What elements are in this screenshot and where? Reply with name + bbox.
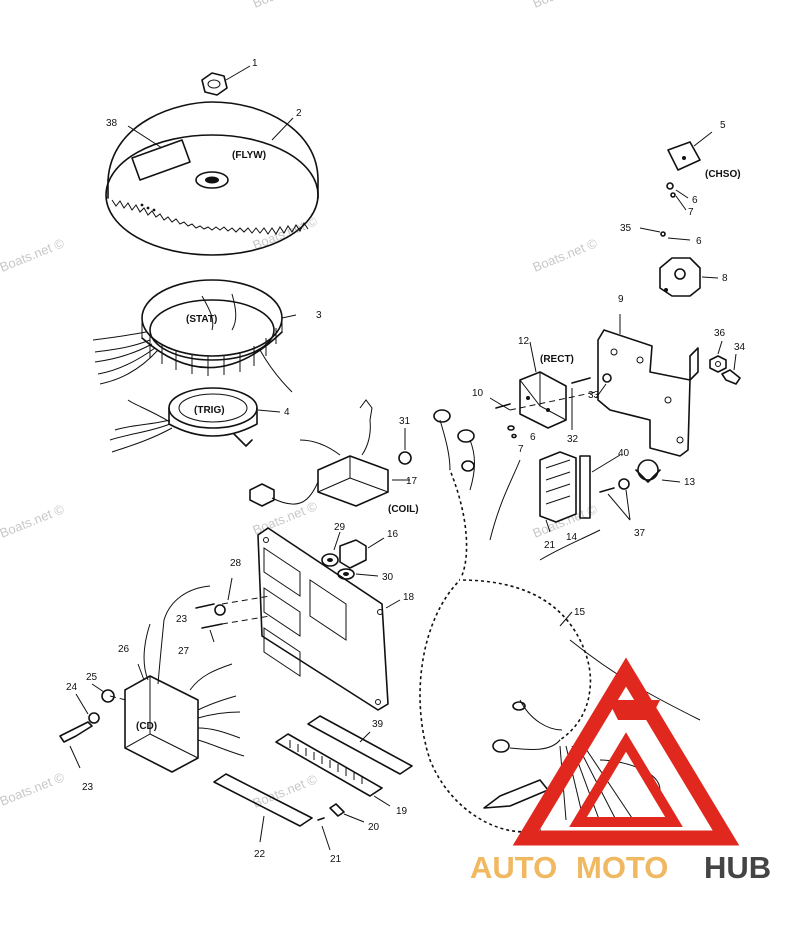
tag-rect: (RECT) (540, 354, 574, 365)
callout-number: 7 (518, 444, 524, 455)
callout-number: 2 (296, 108, 302, 119)
callout-number: 24 (66, 682, 78, 693)
part-terminal-strips (213, 715, 413, 851)
watermark-text: Boats.net © (0, 501, 67, 541)
callout-number: 32 (567, 434, 579, 445)
callout-number: 3 (316, 310, 322, 321)
callout-number: 26 (118, 644, 130, 655)
callout-number: 10 (472, 388, 484, 399)
part-hardware-small (495, 373, 612, 439)
callout-number: 9 (618, 294, 624, 305)
callout-number: 27 (178, 646, 190, 657)
tag-flyw: (FLYW) (232, 150, 266, 161)
callout-number: 6 (530, 432, 536, 443)
callout-number: 21 (330, 854, 342, 865)
tag-coil: (COIL) (388, 504, 419, 515)
callout-number: 4 (284, 407, 290, 418)
callout-number: 40 (618, 448, 630, 459)
callout-number: 12 (518, 336, 530, 347)
callout-number: 1 (252, 58, 258, 69)
callout-number: 25 (86, 672, 98, 683)
callout-number: 6 (692, 195, 698, 206)
part-flywheel (105, 101, 319, 256)
callout-number: 31 (399, 416, 411, 427)
part-wiring-harness (417, 409, 701, 835)
callout-number: 19 (396, 806, 408, 817)
callout-number: 37 (634, 528, 646, 539)
part-nut (201, 65, 251, 96)
callout-number: 36 (714, 328, 726, 339)
tag-chso: (CHSO) (705, 169, 741, 180)
callout-number: 8 (722, 273, 728, 284)
logo-text-moto: MOTO (576, 850, 668, 885)
callout-number: 33 (588, 390, 600, 401)
watermark-text: Boats.net © (0, 769, 67, 809)
callout-number: 14 (566, 532, 578, 543)
callout-number: 6 (696, 236, 702, 247)
callout-number: 38 (106, 118, 118, 129)
callout-number: 7 (688, 207, 694, 218)
logo-text-hub: HUB (704, 850, 771, 885)
part-stator (92, 279, 297, 393)
part-cd-module (59, 577, 271, 773)
callout-number: 28 (230, 558, 242, 569)
callout-number: 16 (387, 529, 399, 540)
watermark-text: Boats.net © (531, 0, 600, 11)
part-nut-and-bolt (709, 340, 741, 385)
part-choke-solenoid (639, 131, 719, 297)
callout-number: 34 (734, 342, 746, 353)
watermark-text: Boats.net © (531, 235, 600, 275)
callout-number: 30 (382, 572, 394, 583)
part-spacers (321, 531, 385, 580)
callout-number: 22 (254, 849, 266, 860)
part-trigger (109, 387, 281, 453)
callout-number: 39 (372, 719, 384, 730)
callout-number: 23 (176, 614, 188, 625)
part-mounting-bracket (597, 314, 699, 457)
watermarks: Boats.net © Boats.net © Boats.net © Boat… (0, 0, 600, 811)
automotohub-logo: AUTO MOTO HUB (470, 657, 771, 885)
callout-number: 23 (82, 782, 94, 793)
logo-triangle-icon (512, 657, 740, 846)
callout-number: 5 (720, 120, 726, 131)
callout-number: 17 (406, 476, 418, 487)
callout-numbers: 1 2 38 3 4 5 6 7 35 6 8 9 36 34 12 10 33… (66, 58, 746, 865)
callout-number: 21 (544, 540, 556, 551)
tag-trig: (TRIG) (194, 405, 225, 416)
watermark-text: Boats.net © (251, 0, 320, 11)
component-tags: (FLYW) (STAT) (TRIG) (CHSO) (RECT) (COIL… (136, 150, 741, 732)
callout-number: 15 (574, 607, 586, 618)
part-cd-plate (257, 527, 401, 711)
callout-number: 35 (620, 223, 632, 234)
tag-cd: (CD) (136, 721, 157, 732)
callout-number: 20 (368, 822, 380, 833)
part-rectifier (489, 341, 597, 429)
callout-number: 29 (334, 522, 346, 533)
callout-number: 18 (403, 592, 415, 603)
part-ignition-coil (249, 399, 412, 507)
logo-text-auto: AUTO (470, 850, 557, 885)
watermark-text: Boats.net © (0, 235, 67, 275)
callout-number: 13 (684, 477, 696, 488)
part-terminal-block (539, 451, 681, 533)
watermark-text: Boats.net © (251, 498, 320, 538)
tag-stat: (STAT) (186, 314, 217, 325)
